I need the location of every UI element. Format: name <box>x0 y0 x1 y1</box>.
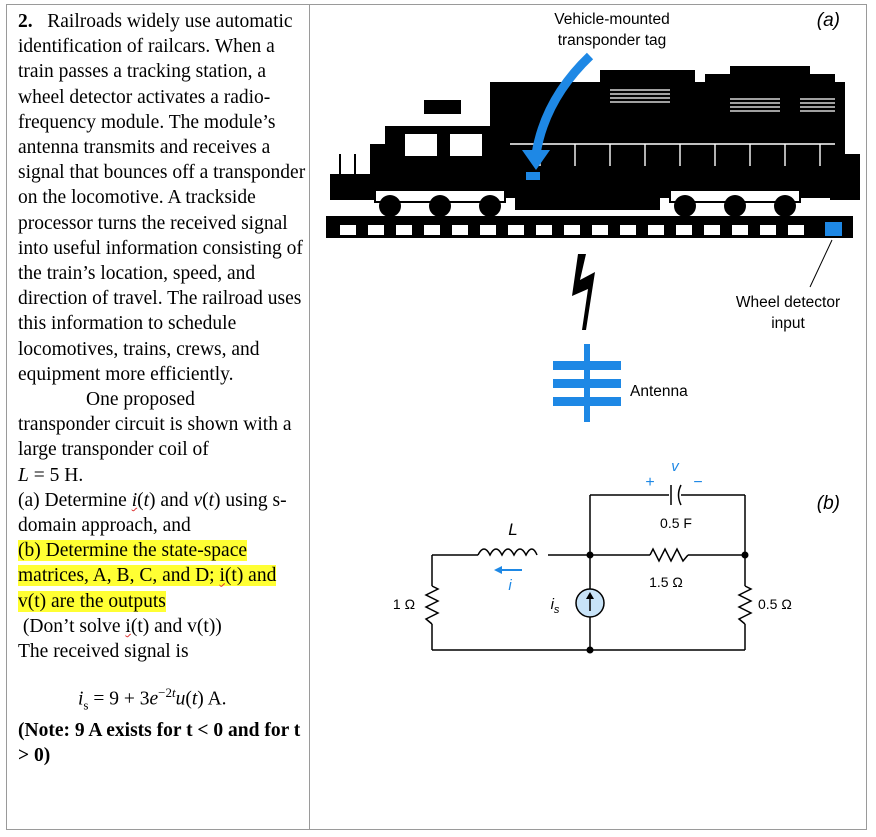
antenna-label: Antenna <box>630 383 688 400</box>
current-source-label: is <box>551 596 560 616</box>
resistor-mid-value: 1.5 Ω <box>649 574 683 590</box>
problem-text: 2. Railroads widely use automatic identi… <box>18 9 306 768</box>
paragraph-intro: 2. Railroads widely use automatic identi… <box>18 9 306 387</box>
wheel-detector <box>825 222 842 236</box>
capacitor <box>670 484 682 506</box>
resistor-left <box>424 585 440 625</box>
antenna-icon <box>553 344 621 422</box>
paragraph-proposed-line1: One proposed <box>86 389 195 411</box>
wheel-detector-label-line1: Wheel detector <box>736 294 840 311</box>
part-b-highlight: (b) Determine the state-space matrices, … <box>18 540 277 612</box>
resistor-right <box>737 585 753 625</box>
paragraph-proposed-rest: transponder circuit is shown with a larg… <box>18 414 292 461</box>
wheel-detector-label-line2: input <box>771 315 805 332</box>
part-a: (a) Determine i(t) and v(t) using s- dom… <box>18 489 287 537</box>
circuit-wires <box>431 494 746 651</box>
coil-value: L = 5 H. <box>18 464 84 486</box>
figure-panel: (a) Vehicle-mounted transponder tag <box>310 4 866 830</box>
resistor-right-value: 0.5 Ω <box>758 596 792 612</box>
inductor-label: L <box>508 520 517 539</box>
resistor-mid <box>649 547 689 563</box>
inductor <box>477 548 538 557</box>
received-signal-label: The received signal is <box>18 641 189 663</box>
document-frame <box>6 4 867 830</box>
column-divider <box>309 4 310 830</box>
problem-number: 2. <box>18 11 33 32</box>
railroad-track <box>326 216 853 238</box>
wheel-detector-leader <box>809 239 833 288</box>
current-label: i <box>508 577 512 594</box>
circuit-nodes <box>586 551 749 654</box>
note: (Note: 9 A exists for t < 0 and for t > … <box>18 719 301 767</box>
tag-label-line1: Vehicle-mounted <box>554 11 669 28</box>
dont-solve-note: (Don’t solve i(t) and v(t)) <box>18 615 222 637</box>
voltage-minus: − <box>693 474 702 491</box>
locomotive-icon <box>330 66 860 217</box>
voltage-plus: + <box>645 474 654 491</box>
part-b: (b) Determine the state-space matrices, … <box>18 538 306 614</box>
signal-equation: is = 9 + 3e−2tu(t) A. <box>78 685 227 713</box>
tag-label-line2: transponder tag <box>558 32 667 49</box>
label-b: (b) <box>817 493 840 514</box>
tag-arrow-icon <box>522 52 594 170</box>
label-a: (a) <box>817 10 840 31</box>
capacitor-value: 0.5 F <box>660 515 692 531</box>
intro-text: Railroads widely use automatic identific… <box>18 11 306 385</box>
figure-svg: (a) Vehicle-mounted transponder tag <box>326 10 860 654</box>
current-source-icon <box>575 588 605 618</box>
lightning-icon <box>572 254 595 330</box>
voltage-label: v <box>671 458 680 475</box>
transponder-tag <box>526 172 540 180</box>
current-arrow-icon <box>494 566 522 574</box>
resistor-left-value: 1 Ω <box>393 596 415 612</box>
